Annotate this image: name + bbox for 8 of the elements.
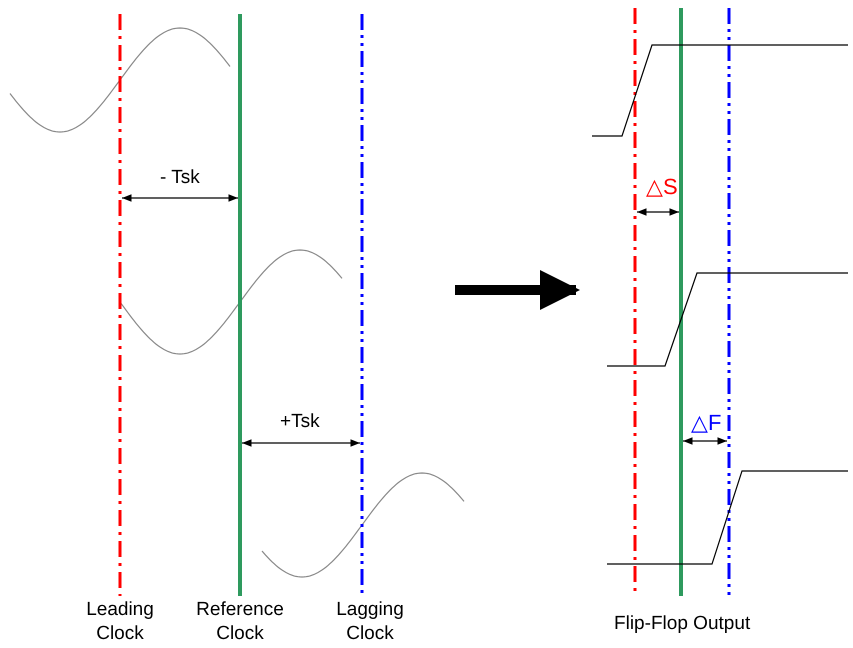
dimension-label: △F: [691, 411, 722, 435]
dimension-label: +Tsk: [280, 410, 320, 434]
dimension-label: △S: [646, 175, 678, 199]
axis-label: Flip-Flop Output: [614, 612, 750, 636]
dimension-label: - Tsk: [160, 166, 200, 190]
axis-label: Reference Clock: [195, 598, 285, 646]
axis-label: Leading Clock: [85, 598, 155, 646]
axis-label: Lagging Clock: [335, 598, 405, 646]
